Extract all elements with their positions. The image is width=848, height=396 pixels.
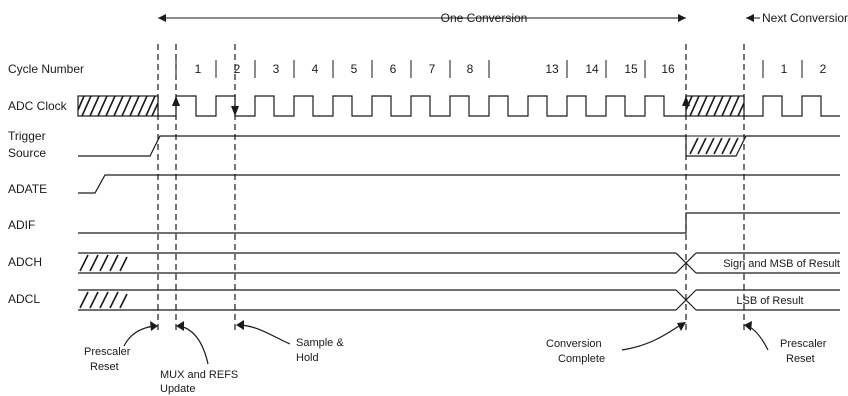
adch-bus: Sign and MSB of Result [78,252,840,274]
row-label-adif: ADIF [8,218,35,232]
cycle-label: 16 [661,62,675,76]
cycle-label: 2 [820,62,827,76]
adate-signal [78,174,840,194]
cycle-label: 6 [390,62,397,76]
next-conversion-label: Next Conversion [762,11,848,25]
trigger-source-signal [78,135,840,157]
cycle-label: 1 [781,62,788,76]
cycle-label: 5 [351,62,358,76]
cycle-label: 4 [312,62,319,76]
annotation-prescaler-reset-right: Prescaler [780,338,827,350]
cycle-label: 15 [624,62,638,76]
cycle-label: 8 [467,62,474,76]
row-label-trigger: Trigger [8,129,46,143]
cycle-label: 1 [195,62,202,76]
annotation-mux-refs-update-line2: Update [160,383,195,395]
annotation-prescaler-reset-left: Prescaler [84,346,131,358]
annotation-mux-refs-update: MUX and REFS [160,369,238,381]
annotation-conversion-complete: Conversion [546,338,602,350]
adif-signal [78,212,840,234]
cycle-label: 2 [234,62,241,76]
adcl-bus: LSB of Result [78,289,840,311]
next-conversion-span: Next Conversion [746,11,848,25]
cycle-label: 7 [429,62,436,76]
annotation-conversion-complete-line2: Complete [558,353,605,365]
row-label-cycle-number: Cycle Number [8,62,84,76]
annotation-sample-hold: Sample & [296,337,344,349]
event-markers [157,44,745,330]
annotation-prescaler-reset-left-line2: Reset [90,361,119,373]
cycle-label: 14 [585,62,599,76]
annotation-sample-hold-line2: Hold [296,352,319,364]
one-conversion-label: One Conversion [441,11,528,25]
row-label-adcl: ADCL [8,292,40,306]
rising-edge-arrow [172,96,180,106]
row-label-source: Source [8,146,46,160]
adcl-result-label: LSB of Result [736,295,803,307]
cycle-label: 3 [273,62,280,76]
cycle-number-row: 1 2 3 4 5 6 7 8 13 14 15 16 1 2 [175,60,827,78]
cycle-label: 13 [545,62,559,76]
row-label-adate: ADATE [8,182,47,196]
annotation-prescaler-reset-right-line2: Reset [786,353,815,365]
falling-edge-arrow [231,106,239,116]
annotation-arrows [123,320,769,365]
row-label-adch: ADCH [8,255,42,269]
rising-edge-arrow [682,96,690,106]
row-label-adc-clock: ADC Clock [8,99,68,113]
adch-result-label: Sign and MSB of Result [723,258,840,270]
adc-clock-signal [77,95,840,117]
one-conversion-span: One Conversion [158,11,686,25]
